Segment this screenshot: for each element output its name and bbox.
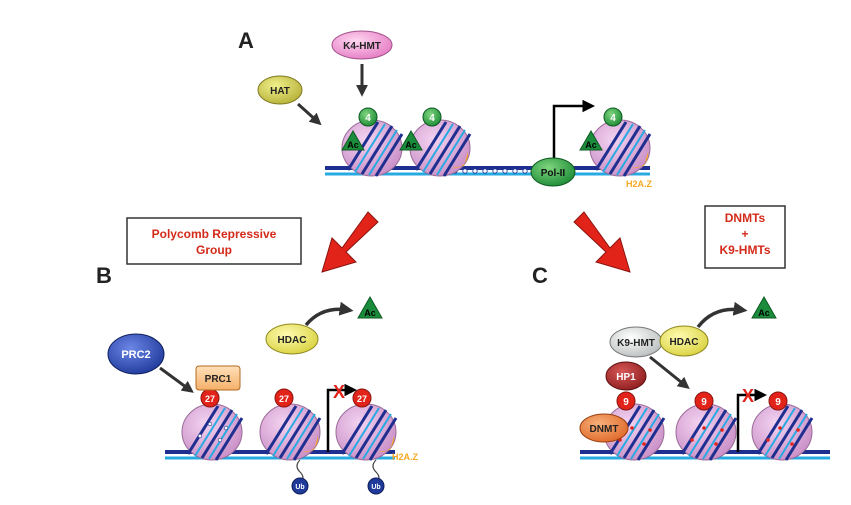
red-arrow-to-b [321,211,379,273]
block-x-icon: X [333,382,345,402]
acetyl-mark-released: Ac [357,295,383,319]
k4-mark: 4 [603,107,623,127]
svg-text:Ac: Ac [364,308,376,318]
svg-text:27: 27 [279,394,289,404]
svg-text:K9-HMT: K9-HMT [617,338,655,349]
svg-text:Group: Group [196,243,232,257]
polycomb-box: Polycomb Repressive Group [126,217,302,265]
svg-text:Ub: Ub [295,484,304,491]
ubiquitin-mark: Ub [291,459,309,495]
svg-text:HAT: HAT [270,86,290,97]
svg-text:Ub: Ub [371,484,380,491]
svg-text:4: 4 [365,113,371,124]
hp1-protein: HP1 [605,361,647,391]
ubiquitin-mark: Ub [367,459,385,495]
red-arrow-to-c [573,211,631,273]
hdac-protein: HDAC [265,323,319,355]
svg-text:DNMTs: DNMTs [725,211,766,225]
k9-mark: 9 [616,391,636,411]
hdac-protein: HDAC [659,325,709,357]
blocked-transcription-arrow [326,383,357,452]
arrow-hat [296,102,322,126]
nucleosome [181,403,244,461]
svg-text:4: 4 [429,113,435,124]
dnmt-box: DNMTs + K9-HMTs [704,205,786,269]
k27-mark: 27 [274,388,294,408]
nucleosome [335,403,398,461]
svg-text:HDAC: HDAC [670,337,699,348]
hat-protein: HAT [257,75,303,105]
nucleosome [341,119,404,177]
k9-mark: 9 [694,391,714,411]
prc1-protein: PRC1 [195,365,241,391]
k9-hmt-protein: K9-HMT [609,326,663,358]
pol-ii-protein: Pol-II [530,157,576,187]
acetyl-mark: Ac [579,130,603,151]
svg-text:K4-HMT: K4-HMT [343,41,381,52]
svg-text:4: 4 [610,113,616,124]
svg-text:Pol-II: Pol-II [541,168,566,179]
svg-text:Ac: Ac [758,308,770,318]
panel-b: 27 27 27 X Ub Ub H2A.Z PRC2 [107,295,419,495]
svg-text:27: 27 [357,394,367,404]
k4-mark: 4 [358,107,378,127]
svg-text:K9-HMTs: K9-HMTs [719,243,770,257]
arrow-hdac-b [304,301,354,327]
svg-text:HDAC: HDAC [278,335,307,346]
transcription-start-arrow [552,99,595,160]
svg-text:9: 9 [701,397,707,408]
svg-text:27: 27 [205,394,215,404]
svg-text:9: 9 [775,397,781,408]
k27-mark: 27 [352,388,372,408]
panel-a: 4 4 4 Ac Ac Ac K4-HMT [257,30,653,189]
panel-label-b: B [96,263,112,288]
svg-text:DNMT: DNMT [590,424,619,435]
block-x-icon: X [742,386,754,406]
panel-label-c: C [532,263,548,288]
svg-text:PRC2: PRC2 [121,349,150,361]
svg-text:+: + [741,227,748,241]
nucleosome [409,119,472,177]
nucleosome [259,403,322,461]
h2az-label: H2A.Z [626,179,653,189]
k27-mark: 27 [200,388,220,408]
svg-text:Ac: Ac [585,140,597,150]
svg-text:9: 9 [623,397,629,408]
svg-text:PRC1: PRC1 [205,374,232,385]
arrow-prc2 [159,366,194,393]
k4-mark: 4 [422,107,442,127]
k4-hmt-protein: K4-HMT [331,30,393,60]
svg-text:Ac: Ac [347,140,359,150]
panel-label-a: A [238,28,254,53]
acetyl-mark: Ac [341,130,365,151]
svg-text:Polycomb Repressive: Polycomb Repressive [152,227,277,241]
acetyl-mark-released: Ac [751,295,777,319]
acetyl-mark: Ac [399,130,423,151]
nucleosome [675,403,738,461]
dnmt-protein: DNMT [579,413,629,443]
arrow-hdac-c [696,301,748,329]
nucleosome [751,403,814,461]
arrow-k9hmt [649,355,690,390]
blocked-transcription-arrow [736,388,767,452]
k9-mark: 9 [768,391,788,411]
prc2-protein: PRC2 [107,333,165,375]
svg-text:Ac: Ac [405,140,417,150]
panel-c: 9 9 9 X K9-HMT HDAC Ac [579,295,830,461]
svg-text:HP1: HP1 [616,372,636,383]
h2az-label: H2A.Z [392,452,419,462]
